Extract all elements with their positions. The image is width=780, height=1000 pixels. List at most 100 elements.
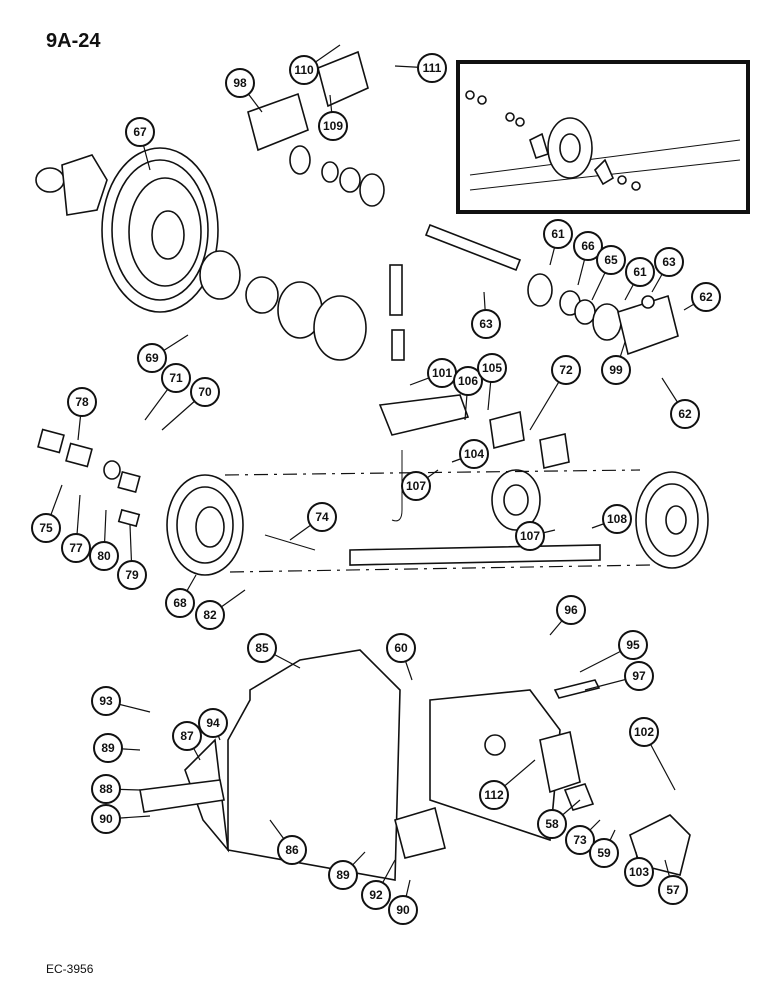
callout-101: 101 xyxy=(427,358,457,388)
callout-89: 89 xyxy=(93,733,123,763)
callout-87: 87 xyxy=(172,721,202,751)
callout-number: 69 xyxy=(145,351,159,365)
callout-68: 68 xyxy=(165,588,195,618)
callout-90: 90 xyxy=(91,804,121,834)
callout-number: 105 xyxy=(482,361,502,375)
callout-number: 57 xyxy=(666,883,680,897)
callout-number: 86 xyxy=(285,843,299,857)
callout-94: 94 xyxy=(198,708,228,738)
callout-number: 78 xyxy=(75,395,89,409)
callout-71: 71 xyxy=(161,363,191,393)
callout-105: 105 xyxy=(477,353,507,383)
callout-number: 107 xyxy=(520,529,540,543)
callout-number: 88 xyxy=(99,782,113,796)
callout-98: 98 xyxy=(225,68,255,98)
page-number: 9A-24 xyxy=(46,30,101,52)
callout-number: 59 xyxy=(597,846,611,860)
callout-103: 103 xyxy=(624,857,654,887)
callout-72: 72 xyxy=(551,355,581,385)
callout-number: 66 xyxy=(581,239,595,253)
callout-95: 95 xyxy=(618,630,648,660)
callout-number: 103 xyxy=(629,865,649,879)
callout-93: 93 xyxy=(91,686,121,716)
callout-number: 67 xyxy=(133,125,147,139)
callout-89: 89 xyxy=(328,860,358,890)
callout-number: 112 xyxy=(484,788,504,802)
callout-number: 61 xyxy=(633,265,647,279)
callout-number: 93 xyxy=(99,694,113,708)
callout-63: 63 xyxy=(654,247,684,277)
callout-number: 110 xyxy=(294,63,314,77)
inset-detail xyxy=(456,60,750,214)
callout-number: 70 xyxy=(198,385,212,399)
callout-80: 80 xyxy=(89,541,119,571)
callout-102: 102 xyxy=(629,717,659,747)
callout-number: 62 xyxy=(678,407,692,421)
callout-75: 75 xyxy=(31,513,61,543)
callout-107: 107 xyxy=(401,471,431,501)
left-rollers xyxy=(37,428,141,528)
callout-60: 60 xyxy=(386,633,416,663)
callout-70: 70 xyxy=(190,377,220,407)
callout-number: 63 xyxy=(479,317,493,331)
callout-107: 107 xyxy=(515,521,545,551)
callout-number: 62 xyxy=(699,290,713,304)
callout-number: 95 xyxy=(626,638,640,652)
callout-92: 92 xyxy=(361,880,391,910)
callout-number: 106 xyxy=(458,374,478,388)
callout-58: 58 xyxy=(537,809,567,839)
callout-78: 78 xyxy=(67,387,97,417)
callout-86: 86 xyxy=(277,835,307,865)
callout-108: 108 xyxy=(602,504,632,534)
callout-79: 79 xyxy=(117,560,147,590)
callout-number: 72 xyxy=(559,363,573,377)
callout-109: 109 xyxy=(318,111,348,141)
callout-74: 74 xyxy=(307,502,337,532)
callout-97: 97 xyxy=(624,661,654,691)
callout-82: 82 xyxy=(195,600,225,630)
callout-110: 110 xyxy=(289,55,319,85)
callout-number: 85 xyxy=(255,641,269,655)
callout-90: 90 xyxy=(388,895,418,925)
callout-number: 101 xyxy=(432,366,452,380)
callout-99: 99 xyxy=(601,355,631,385)
callout-number: 74 xyxy=(315,510,329,524)
callout-number: 104 xyxy=(464,447,484,461)
callout-67: 67 xyxy=(125,117,155,147)
callout-number: 77 xyxy=(69,541,83,555)
callout-69: 69 xyxy=(137,343,167,373)
callout-number: 65 xyxy=(604,253,618,267)
callout-111: 111 xyxy=(417,53,447,83)
callout-106: 106 xyxy=(453,366,483,396)
callout-number: 99 xyxy=(609,363,623,377)
callout-number: 87 xyxy=(180,729,194,743)
callout-number: 58 xyxy=(545,817,559,831)
callout-number: 98 xyxy=(233,76,247,90)
callout-number: 90 xyxy=(396,903,410,917)
callout-73: 73 xyxy=(565,825,595,855)
callout-88: 88 xyxy=(91,774,121,804)
callout-96: 96 xyxy=(556,595,586,625)
callout-number: 75 xyxy=(39,521,53,535)
lower-shields xyxy=(139,649,691,881)
callout-number: 73 xyxy=(573,833,587,847)
callout-number: 96 xyxy=(564,603,578,617)
callout-59: 59 xyxy=(589,838,619,868)
callout-number: 92 xyxy=(369,888,383,902)
callout-57: 57 xyxy=(658,875,688,905)
callout-61: 61 xyxy=(543,219,573,249)
callout-number: 109 xyxy=(323,119,343,133)
callout-66: 66 xyxy=(573,231,603,261)
callout-85: 85 xyxy=(247,633,277,663)
callout-number: 89 xyxy=(336,868,350,882)
callout-number: 111 xyxy=(423,61,442,75)
callout-number: 71 xyxy=(169,371,183,385)
callout-number: 107 xyxy=(406,479,426,493)
callout-number: 90 xyxy=(99,812,113,826)
callout-62: 62 xyxy=(670,399,700,429)
belt-assembly xyxy=(166,450,709,576)
drawing-code: EC-3956 xyxy=(46,962,94,976)
callout-number: 60 xyxy=(394,641,408,655)
callout-number: 102 xyxy=(634,725,654,739)
callout-104: 104 xyxy=(459,439,489,469)
